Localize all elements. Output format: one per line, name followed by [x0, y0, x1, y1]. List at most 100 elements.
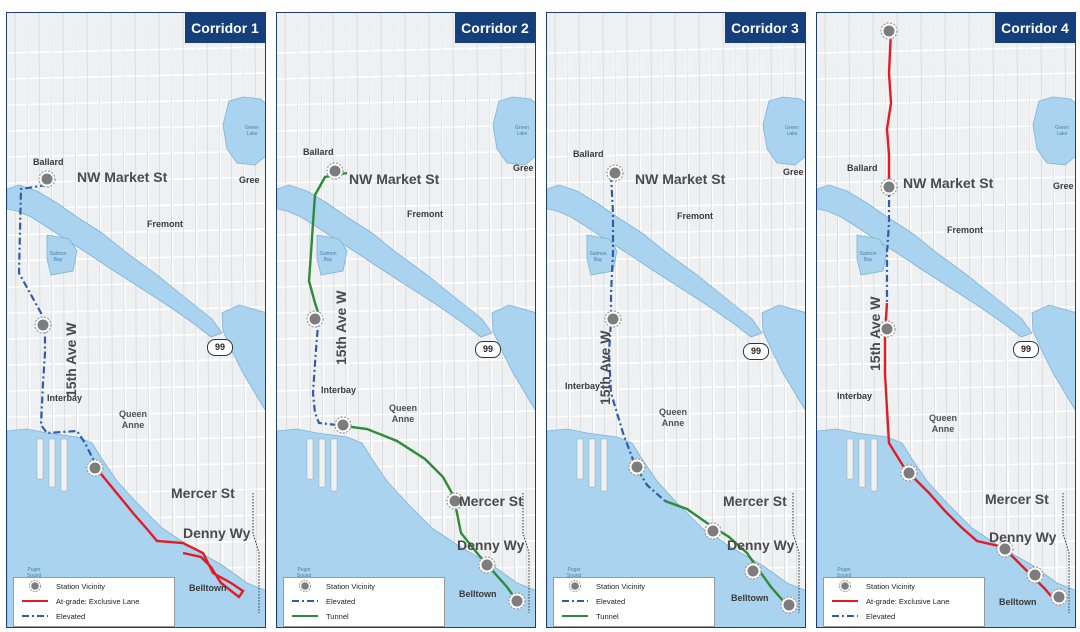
- water-label-green-lake: Green Lake: [785, 125, 799, 137]
- label-ave15: 15th Ave W: [867, 296, 883, 371]
- station-vicinity-marker: [508, 592, 526, 610]
- route-line-red-icon: [22, 600, 48, 602]
- legend-label: Station Vicinity: [56, 581, 106, 591]
- route-segment-elevated: [885, 185, 891, 303]
- label-interbay: Interbay: [47, 393, 83, 403]
- legend-row: Elevated: [560, 595, 625, 607]
- legend-label: Station Vicinity: [866, 581, 916, 591]
- legend-label: Station Vicinity: [596, 581, 646, 591]
- station-vicinity-marker: [880, 22, 898, 40]
- route-line-elevated-icon: [832, 615, 858, 617]
- highway-99-shield: 99: [1013, 341, 1039, 358]
- pier-2: [858, 438, 866, 488]
- pier-3: [870, 438, 878, 492]
- corridor-1-map: [7, 13, 265, 627]
- label-belltown: Belltown: [999, 597, 1037, 607]
- pier-3: [60, 438, 68, 492]
- route-segment-red: [96, 468, 245, 599]
- salmon-bay-basin: [316, 234, 348, 276]
- legend-label: Station Vicinity: [326, 581, 376, 591]
- pier-1: [846, 438, 854, 480]
- label-mercer: Mercer St: [171, 485, 235, 501]
- boundary-line: [252, 493, 260, 613]
- green-lake: [1032, 96, 1075, 166]
- label-ave15: 15th Ave W: [63, 322, 79, 397]
- route-line-elevated-icon: [562, 600, 588, 602]
- station-vicinity-marker: [900, 464, 918, 482]
- green-lake: [222, 96, 265, 166]
- legend-row: Elevated: [20, 610, 85, 622]
- label-queen-anne: Queen Anne: [658, 407, 687, 428]
- station-symbol-icon: [299, 580, 311, 592]
- station-vicinity-marker: [446, 492, 464, 510]
- legend-row: Tunnel: [560, 610, 619, 622]
- water-label-puget-sound: Puget Sound: [836, 567, 852, 579]
- legend-row: Tunnel: [290, 610, 349, 622]
- label-green: Gree: [513, 163, 534, 173]
- pier-1: [576, 438, 584, 480]
- green-lake: [492, 96, 535, 166]
- station-vicinity-marker: [878, 320, 896, 338]
- label-green: Gree: [1053, 181, 1074, 191]
- route-segment-elevated: [17, 183, 99, 470]
- route-segment-elevated: [311, 314, 338, 427]
- label-fremont: Fremont: [947, 225, 983, 235]
- salmon-bay: [277, 184, 493, 338]
- label-interbay: Interbay: [837, 391, 873, 401]
- label-interbay: Interbay: [321, 385, 357, 395]
- legend-row: Station Vicinity: [830, 580, 915, 592]
- legend-row: Station Vicinity: [20, 580, 105, 592]
- pier-2: [318, 438, 326, 488]
- lake-union: [761, 304, 805, 411]
- highway-99-shield: 99: [475, 341, 501, 358]
- water-label-green-lake: Green Lake: [515, 125, 529, 137]
- boundary-line: [1062, 493, 1070, 613]
- label-ballard: Ballard: [303, 147, 334, 157]
- salmon-bay-basin: [46, 234, 78, 276]
- pier-1: [36, 438, 44, 480]
- legend-label: Tunnel: [596, 611, 619, 621]
- label-green: Gree: [239, 175, 260, 185]
- station-vicinity-marker: [880, 178, 898, 196]
- water-label-green-lake: Green Lake: [245, 125, 259, 137]
- pier-3: [600, 438, 608, 492]
- label-fremont: Fremont: [407, 209, 443, 219]
- highway-99-shield: 99: [207, 339, 233, 356]
- water-label-puget-sound: Puget Sound: [566, 567, 582, 579]
- legend-label: At-grade: Exclusive Lane: [56, 596, 140, 606]
- lake-union: [491, 304, 535, 411]
- legend-row: Station Vicinity: [290, 580, 375, 592]
- route-segment-tunnel: [307, 171, 348, 316]
- legend-label: Elevated: [56, 611, 86, 621]
- salmon-bay: [817, 184, 1033, 338]
- water-label-salmon-bay: Salmon Bay: [859, 251, 877, 263]
- station-vicinity-marker: [604, 310, 622, 328]
- label-mercer: Mercer St: [723, 493, 787, 509]
- salmon-bay: [7, 184, 223, 338]
- pier-2: [588, 438, 596, 488]
- label-belltown: Belltown: [459, 589, 497, 599]
- label-fremont: Fremont: [147, 219, 183, 229]
- route-segment-red: [885, 30, 893, 185]
- water-label-salmon-bay: Salmon Bay: [589, 251, 607, 263]
- label-denny: Denny Wy: [457, 537, 525, 553]
- label-queen-anne: Queen Anne: [928, 413, 957, 434]
- boundary-line: [792, 493, 800, 613]
- station-vicinity-marker: [1026, 566, 1044, 584]
- station-vicinity-marker: [606, 164, 624, 182]
- water-label-salmon-bay: Salmon Bay: [49, 251, 67, 263]
- label-ave15: 15th Ave W: [597, 330, 613, 405]
- label-ballard: Ballard: [847, 163, 878, 173]
- route-line-tunnel-icon: [292, 615, 318, 617]
- route-line-tunnel-icon: [562, 615, 588, 617]
- label-interbay: Interbay: [565, 381, 601, 391]
- label-nw-market: NW Market St: [903, 175, 994, 191]
- water-label-green-lake: Green Lake: [1055, 125, 1069, 137]
- legend-row: At-grade: Exclusive Lane: [830, 595, 949, 607]
- station-vicinity-marker: [38, 170, 56, 188]
- station-symbol-icon: [569, 580, 581, 592]
- label-queen-anne: Queen Anne: [388, 403, 417, 424]
